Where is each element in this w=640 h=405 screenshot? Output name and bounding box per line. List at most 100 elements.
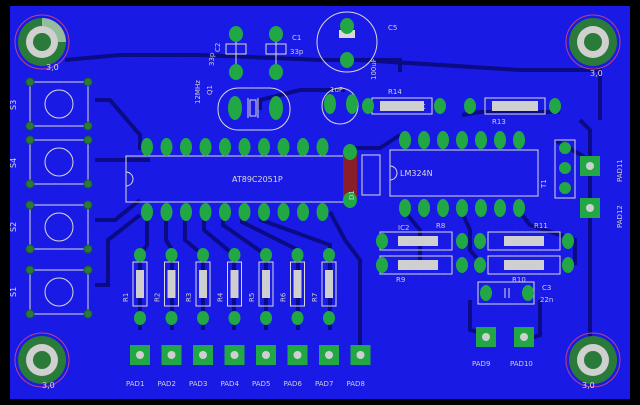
switch-label-s1: S1 xyxy=(9,287,18,297)
bank-resistor-pad xyxy=(134,248,146,262)
bottom-pad-label: PAD4 xyxy=(221,380,240,388)
c3-ref: C3 xyxy=(542,284,551,292)
bank-resistor-value: 220 xyxy=(169,283,177,296)
bank-resistor-core xyxy=(167,270,176,298)
cap-c4 xyxy=(321,87,359,125)
ic1-pin-top xyxy=(199,138,212,156)
resistor-r10 xyxy=(487,255,561,275)
cap-c1 xyxy=(265,26,287,80)
corner-label-bl: 3,0 xyxy=(42,381,55,390)
ic1-pin-top xyxy=(258,138,270,156)
ic2-pin-bottom xyxy=(456,199,468,217)
bottom-pad-label: PAD8 xyxy=(347,380,365,388)
bottom-pad-hole xyxy=(230,351,239,359)
bottom-pad-label: PAD1 xyxy=(126,380,144,388)
ic2-name: LM324N xyxy=(400,169,433,178)
bank-resistor-ref: R7 xyxy=(311,293,319,302)
ic1-pin-bottom xyxy=(277,203,290,221)
ic1-pin-bottom xyxy=(258,203,270,221)
bank-resistor-value: 220 xyxy=(263,283,271,296)
bank-resistor-value: 220 xyxy=(137,283,145,296)
ic2-pins xyxy=(399,131,525,217)
bank-resistor-value: 220 xyxy=(326,283,334,296)
bank-resistor-pad xyxy=(197,248,209,262)
ic1-pin-bottom xyxy=(160,203,173,221)
bottom-pad-label: PAD2 xyxy=(158,380,176,388)
mount-hole-tl xyxy=(14,14,70,70)
corner-label-tr: 3,0 xyxy=(590,69,603,78)
bank-resistor-ref: R2 xyxy=(154,293,162,302)
bottom-pad-hole xyxy=(293,351,302,359)
cap-c2-ref: C2 xyxy=(214,43,222,52)
ic2-pin-bottom xyxy=(418,199,430,217)
ic2-pin-top xyxy=(418,131,430,149)
crystal-value: 12MHz xyxy=(194,80,202,104)
ic2-ref: IC2 xyxy=(398,224,409,232)
ic1-pin-top xyxy=(297,138,309,156)
cap-c4-value: 1uF xyxy=(330,86,343,94)
bottom-pad-label: PAD5 xyxy=(252,380,270,388)
ic2-pin-bottom xyxy=(475,199,487,217)
pad11-label: PAD11 xyxy=(616,159,624,182)
switch-label-s2: S2 xyxy=(9,222,18,232)
bottom-pad-hole xyxy=(136,351,144,359)
cap-c2 xyxy=(225,26,247,80)
r9-ref: R9 xyxy=(396,276,405,284)
ic1-pin-bottom xyxy=(219,203,231,221)
ic2-pin-bottom xyxy=(513,199,525,217)
mount-hole-br xyxy=(565,332,621,388)
switch-pads xyxy=(25,77,93,319)
ic1-pin-top xyxy=(180,138,192,156)
resistor-r13 xyxy=(464,97,561,115)
bank-resistor-value: 220 xyxy=(295,283,303,296)
bottom-pad-hole xyxy=(325,351,333,359)
bottom-pad-hole xyxy=(262,351,270,359)
bottom-pad-hole xyxy=(199,351,207,359)
bank-resistor-pad xyxy=(323,311,335,325)
pad11 xyxy=(580,156,600,176)
crystal-ref: Q1 xyxy=(206,85,214,95)
bottom-pad-label: PAD7 xyxy=(315,380,333,388)
bank-resistor-pad xyxy=(197,311,209,325)
bank-resistor-pad xyxy=(228,248,241,262)
ic1-pin-bottom xyxy=(316,203,329,221)
mount-hole-bl xyxy=(14,332,70,388)
crystal xyxy=(217,87,291,131)
ic1-pin-bottom xyxy=(199,203,212,221)
bank-resistor-ref: R3 xyxy=(185,293,193,302)
switches xyxy=(29,81,89,315)
pad9 xyxy=(476,327,496,347)
ic1-pin-top xyxy=(141,138,153,156)
resistor-r14 xyxy=(362,97,446,115)
r14-ref: R14 xyxy=(388,88,402,96)
analog-pads xyxy=(376,233,574,273)
bottom-pad-label: PAD6 xyxy=(284,380,303,388)
ic2-body xyxy=(389,149,539,197)
bank-resistor-pad xyxy=(165,311,178,325)
bank-resistor-pad xyxy=(260,248,272,262)
resistor-r12 xyxy=(361,154,381,196)
pad9-label: PAD9 xyxy=(472,360,490,368)
c3-value: 22n xyxy=(540,296,553,304)
r13-ref: R13 xyxy=(492,118,506,126)
ic1-pin-top xyxy=(238,138,251,156)
cap-c1-value: 33p xyxy=(290,48,304,56)
bottom-pad-hole xyxy=(167,351,176,359)
bank-resistor-core xyxy=(325,270,333,298)
ic1-pin-top xyxy=(316,138,329,156)
r8-value: 56K xyxy=(412,238,426,246)
ic1-pin-bottom xyxy=(297,203,309,221)
ic1-pin-bottom xyxy=(180,203,192,221)
ic1-name: AT89C2051P xyxy=(232,175,283,184)
pad12 xyxy=(580,198,600,218)
cap-c5-ref: C5 xyxy=(388,24,397,32)
bank-resistor-core xyxy=(293,270,302,298)
bank-resistor-ref: R4 xyxy=(217,292,225,302)
resistor-r11 xyxy=(487,231,561,251)
bank-resistor-pad xyxy=(260,311,272,325)
r10-ref: R10 xyxy=(512,276,526,284)
bank-resistor-pad xyxy=(291,311,304,325)
